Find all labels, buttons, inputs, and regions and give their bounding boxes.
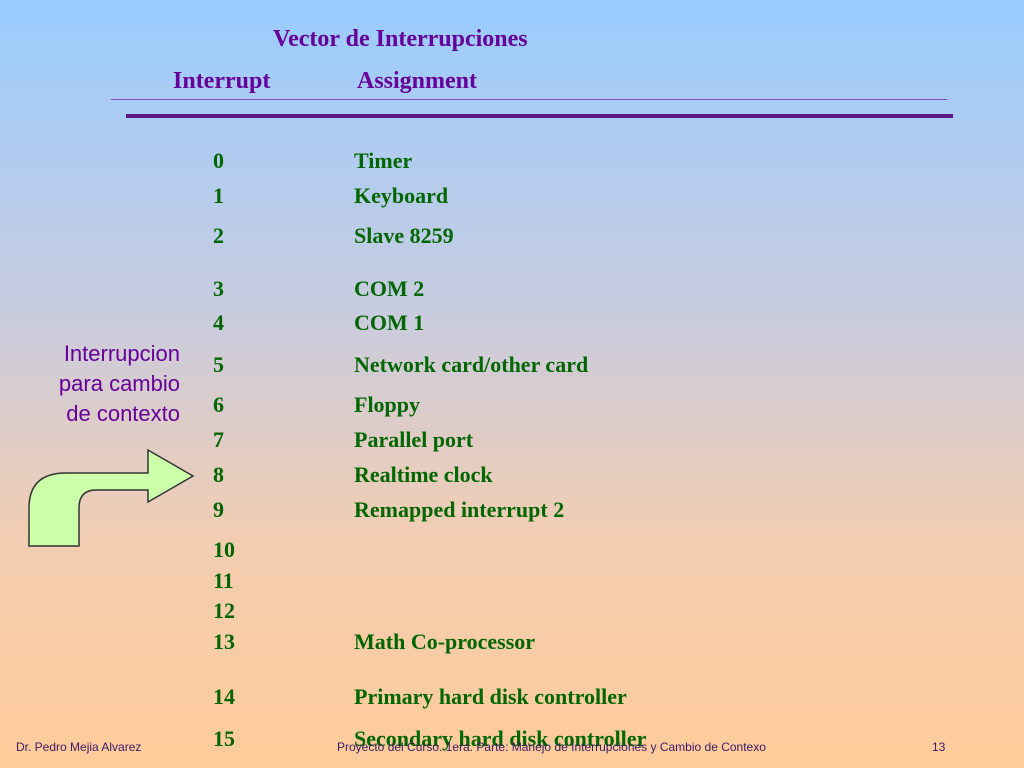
interrupt-assignment: Secondary hard disk controller — [354, 726, 647, 751]
interrupt-number: 15 — [213, 726, 235, 751]
interrupt-number: 5 — [213, 352, 224, 377]
interrupt-number: 13 — [213, 629, 235, 654]
column-header-assignment: Assignment — [357, 68, 478, 94]
interrupt-number: 1 — [213, 183, 224, 208]
interrupt-assignment: COM 1 — [354, 310, 425, 335]
column-header-interrupt: Interrupt — [173, 68, 271, 94]
interrupt-assignment: Timer — [354, 148, 413, 173]
interrupt-assignment: Floppy — [354, 392, 421, 417]
note-line: para cambio — [58, 371, 180, 396]
note-line: Interrupcion — [63, 341, 180, 366]
interrupt-number: 2 — [213, 223, 224, 248]
interrupt-assignment: Primary hard disk controller — [354, 684, 627, 709]
footer-author: Dr. Pedro Mejia Alvarez — [16, 740, 142, 754]
interrupt-assignment: Keyboard — [354, 183, 449, 208]
interrupt-number: 4 — [213, 310, 224, 335]
interrupt-number: 14 — [213, 684, 235, 709]
interrupt-number: 7 — [213, 427, 224, 452]
interrupt-assignment: Remapped interrupt 2 — [354, 497, 565, 522]
note-line: de contexto — [66, 401, 180, 426]
footer-page-number: 13 — [932, 740, 946, 754]
interrupt-assignment: Parallel port — [354, 427, 474, 452]
footer-course: Proyecto del Curso. 1era. Parte: Manejo … — [337, 740, 766, 754]
curved-arrow-right-icon — [28, 448, 195, 547]
interrupt-assignment: COM 2 — [354, 276, 425, 301]
interrupt-assignment: Network card/other card — [354, 352, 589, 377]
interrupt-number: 9 — [213, 497, 224, 522]
interrupt-number: 6 — [213, 392, 224, 417]
interrupt-number: 0 — [213, 148, 224, 173]
header-divider-thin — [111, 99, 947, 100]
interrupt-number: 11 — [213, 568, 234, 593]
interrupt-assignment: Slave 8259 — [354, 223, 454, 248]
interrupt-number: 10 — [213, 537, 235, 562]
interrupt-number: 12 — [213, 598, 235, 623]
slide-title: Vector de Interrupciones — [273, 26, 528, 52]
interrupt-number: 3 — [213, 276, 224, 301]
header-divider-thick — [126, 114, 953, 118]
interrupt-assignment: Realtime clock — [354, 462, 493, 487]
interrupt-number: 8 — [213, 462, 224, 487]
interrupt-assignment: Math Co-processor — [354, 629, 536, 654]
context-switch-note: Interrupcion para cambio de contexto — [30, 339, 180, 429]
